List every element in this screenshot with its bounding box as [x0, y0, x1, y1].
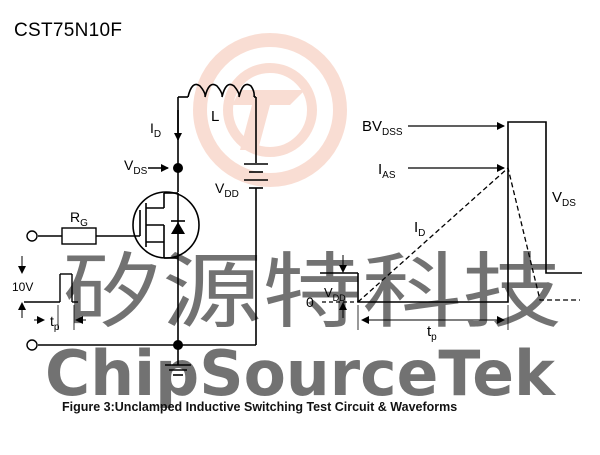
inductor — [187, 83, 255, 98]
ground-terminal — [26, 339, 38, 351]
drain-node-dot — [173, 163, 183, 173]
waveform-vdd-label: VDD — [324, 285, 346, 303]
waveform-vds-label: VDS — [552, 189, 576, 209]
waveform-tp-label: tp — [427, 323, 437, 343]
ground-symbol — [165, 345, 191, 376]
test-circuit — [18, 83, 268, 376]
gate-resistor — [61, 227, 97, 245]
source-node-dot — [173, 340, 183, 350]
watermark: 矽源特科技 ChipSourceTek — [45, 33, 562, 410]
inductor-label: L — [211, 108, 219, 125]
gate-pulse — [24, 273, 78, 303]
pulse-amplitude-label: 10V — [12, 280, 33, 294]
watermark-logo — [193, 33, 347, 187]
circuit-vdd-label: VDD — [215, 180, 239, 200]
part-number: CST75N10F — [14, 20, 123, 41]
circuit-id-label: ID — [150, 120, 161, 140]
bvdss-label: BVDSS — [362, 118, 403, 138]
vds-waveform — [358, 121, 582, 303]
waveform — [320, 121, 582, 330]
ias-label: IAS — [378, 161, 396, 181]
rg-label: RG — [70, 209, 88, 229]
mosfet-symbol — [132, 191, 200, 259]
waveform-id-label: ID — [414, 219, 425, 239]
id-current-ramp — [357, 166, 580, 303]
circuit-tp-label: tp — [50, 313, 60, 333]
figure-caption: Figure 3:Unclamped Inductive Switching T… — [62, 400, 458, 414]
zero-label: 0 — [306, 294, 314, 310]
gate-terminal — [26, 230, 38, 242]
circuit-vds-label: VDS — [124, 157, 148, 177]
watermark-en-text: ChipSourceTek — [45, 337, 557, 410]
watermark-cn-text: 矽源特科技 — [62, 245, 562, 340]
